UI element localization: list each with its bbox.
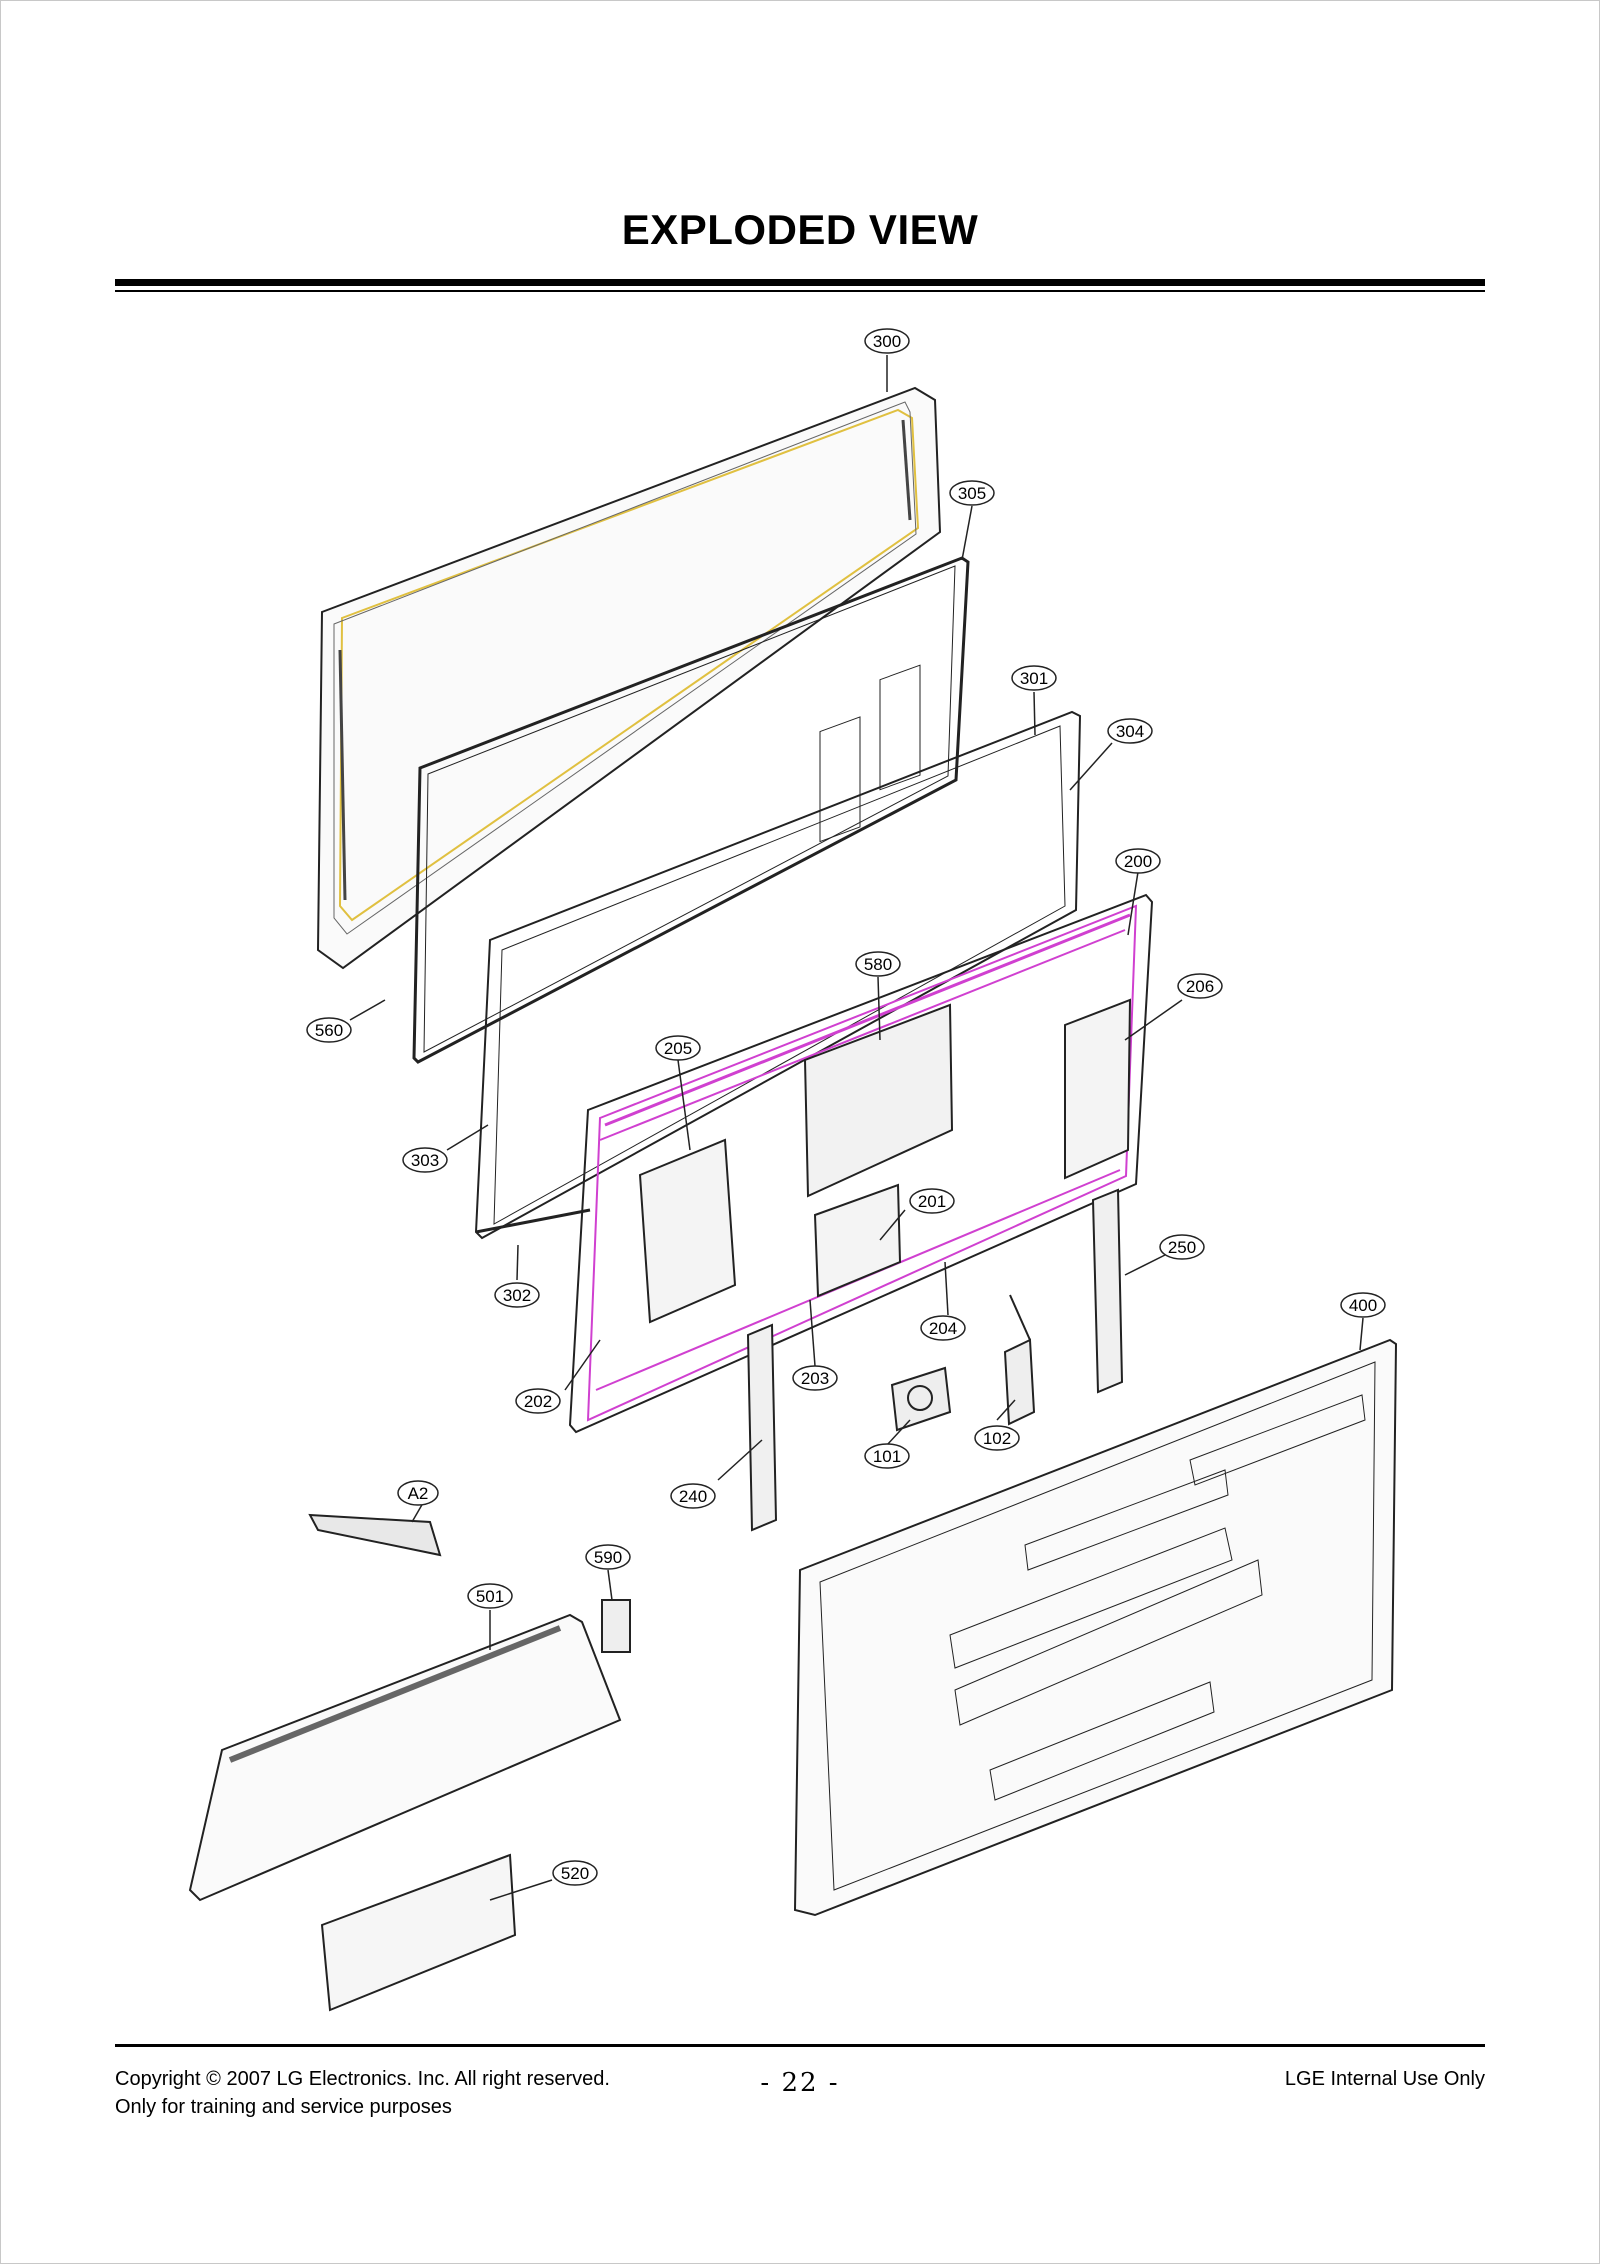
callout-102: 102 <box>983 1429 1011 1448</box>
callout-501: 501 <box>476 1587 504 1606</box>
callout-305: 305 <box>958 484 986 503</box>
callout-590: 590 <box>594 1548 622 1567</box>
callout-203: 203 <box>801 1369 829 1388</box>
main-chassis-part <box>568 893 1154 1434</box>
footer-internal: LGE Internal Use Only <box>1284 2068 1485 2090</box>
callout-302: 302 <box>503 1286 531 1305</box>
callout-204: 204 <box>929 1319 957 1338</box>
callout-101: 101 <box>873 1447 901 1466</box>
callout-304: 304 <box>1116 722 1144 741</box>
callout-200: 200 <box>1124 852 1152 871</box>
callout-201: 201 <box>918 1192 946 1211</box>
power-inlet-part <box>601 1599 631 1653</box>
callout-300: 300 <box>873 332 901 351</box>
page-number: - 22 - <box>760 2068 840 2098</box>
callout-301: 301 <box>1020 669 1048 688</box>
title-rule-thin <box>115 290 1485 292</box>
callout-a2: A2 <box>408 1484 429 1503</box>
y-board-part <box>638 1138 737 1324</box>
title-rule-thick <box>115 279 1485 286</box>
callout-206: 206 <box>1186 977 1214 996</box>
remote-control-part <box>308 1513 442 1557</box>
stand-bracket-left-part <box>746 1323 778 1532</box>
side-av-board-part <box>320 1853 517 2012</box>
back-cover-part <box>793 1338 1398 1917</box>
front-bezel-part <box>316 386 942 970</box>
callout-303: 303 <box>411 1151 439 1170</box>
inner-frame-part <box>474 710 1082 1240</box>
callout-580: 580 <box>864 955 892 974</box>
main-board-part <box>813 1183 902 1298</box>
stand-bracket-right-part <box>1091 1188 1124 1394</box>
footer-rule <box>115 2044 1485 2047</box>
footer-purpose: Only for training and service purposes <box>115 2096 452 2118</box>
callout-240: 240 <box>679 1487 707 1506</box>
x-board-part <box>1064 998 1132 1180</box>
power-supply-part <box>803 664 954 1198</box>
footer-left: Copyright © 2007 LG Electronics. Inc. Al… <box>115 2065 610 2121</box>
page-title: EXPLODED VIEW <box>621 206 979 253</box>
speaker-102-part <box>1003 1294 1036 1426</box>
callout-560: 560 <box>315 1021 343 1040</box>
callout-202: 202 <box>524 1392 552 1411</box>
callout-520: 520 <box>561 1864 589 1883</box>
callout-250: 250 <box>1168 1238 1196 1257</box>
side-io-frame-part <box>188 1613 622 1902</box>
footer-copyright: Copyright © 2007 LG Electronics. Inc. Al… <box>115 2068 610 2090</box>
callout-400: 400 <box>1349 1296 1377 1315</box>
callout-205: 205 <box>664 1039 692 1058</box>
speaker-101-part <box>890 1366 952 1432</box>
